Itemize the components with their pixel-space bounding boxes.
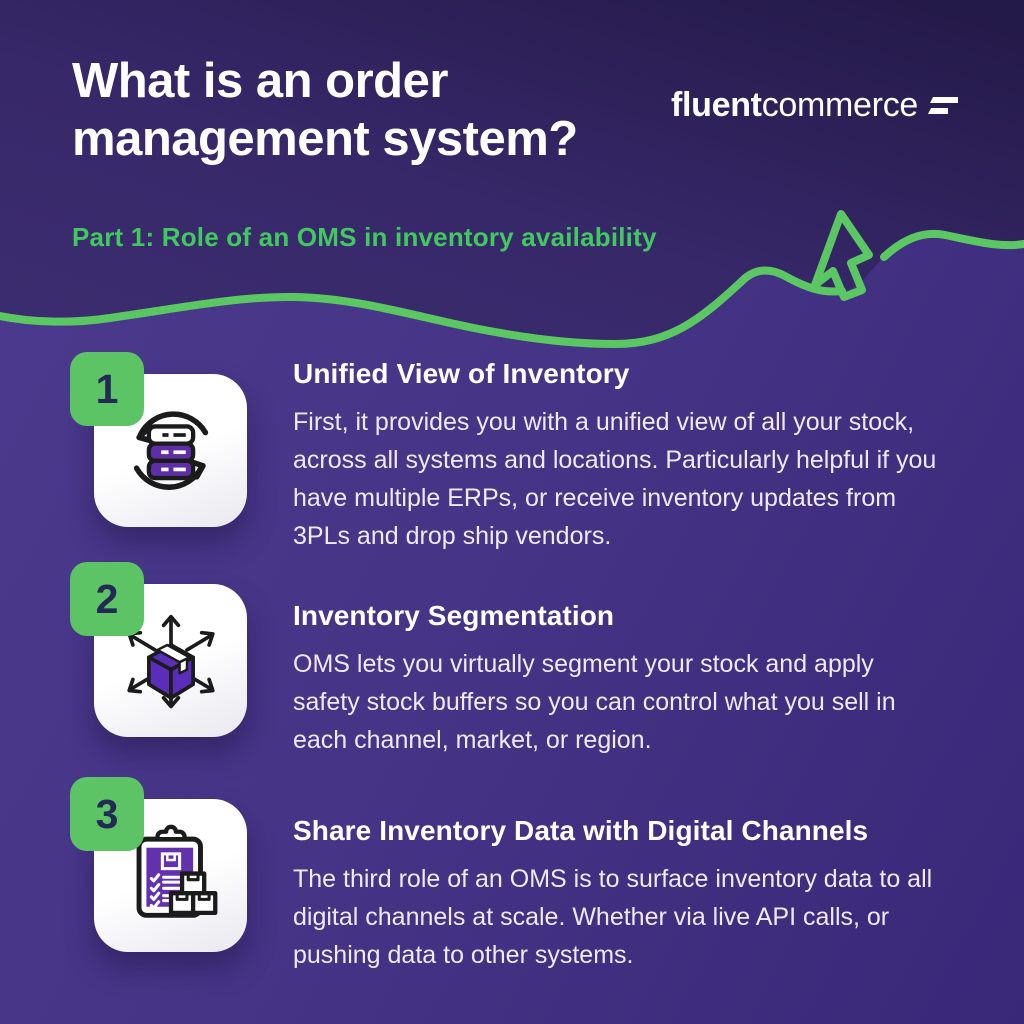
step-icon-card	[94, 374, 247, 527]
title-line-1: What is an order	[72, 54, 448, 108]
step-text-block: Share Inventory Data with Digital Channe…	[293, 815, 965, 974]
header-dark-panel	[0, 0, 1024, 344]
box-distribution-icon	[126, 614, 215, 708]
green-wave-line-right	[880, 229, 1024, 261]
page-title: What is an order management system?	[72, 52, 578, 168]
step-body: OMS lets you virtually segment your stoc…	[293, 650, 896, 754]
subtitle: Part 1: Role of an OMS in inventory avai…	[72, 222, 657, 252]
step-title: Share Inventory Data with Digital Channe…	[293, 815, 869, 846]
title-line-2: management system?	[72, 112, 578, 166]
step-title: Unified View of Inventory	[293, 358, 630, 389]
step-number-badge: 2	[70, 562, 144, 636]
step-number-badge: 1	[70, 352, 144, 426]
logo-text-commerce: commerce	[761, 86, 919, 124]
step-text-block: Unified View of Inventory First, it prov…	[293, 358, 965, 555]
clipboard-checklist-icon	[136, 824, 217, 918]
sync-servers-icon	[133, 410, 208, 490]
logo-text-fluent: fluent	[670, 86, 762, 124]
header: What is an order management system? Part…	[0, 0, 1024, 260]
step-text-block: Inventory Segmentation OMS lets you virt…	[293, 600, 965, 759]
step-number-badge: 3	[70, 777, 144, 851]
fluent-commerce-mark-icon	[928, 96, 958, 114]
cursor-arrow-icon	[811, 210, 873, 301]
step-body: The third role of an OMS is to surface i…	[293, 865, 933, 969]
green-wave-line	[0, 266, 846, 349]
step-body: First, it provides you with a unified vi…	[293, 408, 937, 550]
header-wave-graphic	[0, 0, 1024, 349]
step-title: Inventory Segmentation	[293, 600, 615, 631]
